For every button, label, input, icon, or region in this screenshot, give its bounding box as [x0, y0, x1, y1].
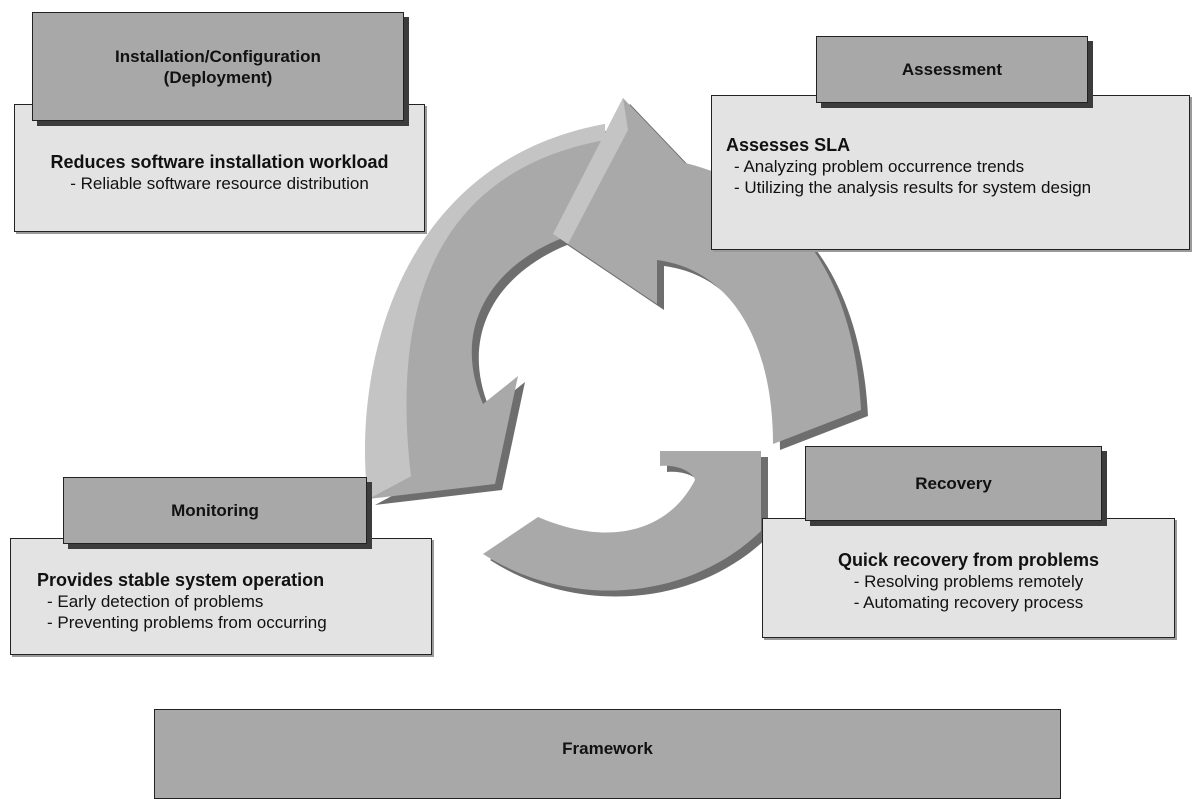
- assessment-title: Assessment: [816, 36, 1088, 103]
- assessment-heading: Assesses SLA: [726, 135, 851, 155]
- recovery-heading: Quick recovery from problems: [837, 550, 1100, 570]
- assessment-item-2: - Utilizing the analysis results for sys…: [734, 178, 1092, 197]
- arrow-assessment-highlight: [553, 98, 628, 244]
- recovery-item-1: - Resolving problems remotely: [853, 572, 1084, 591]
- assessment-title-label: Assessment: [901, 60, 1003, 79]
- arrow-monitoring-highlight: [364, 124, 605, 499]
- assessment-body: Assesses SLA - Analyzing problem occurre…: [711, 95, 1190, 250]
- assessment-item-1: - Analyzing problem occurrence trends: [734, 157, 1025, 176]
- arrow-monitoring: [368, 124, 605, 499]
- installation-title-line2: (Deployment): [163, 67, 273, 87]
- arrow-recovery: [483, 451, 761, 591]
- monitoring-heading: Provides stable system operation: [37, 570, 325, 590]
- recovery-title: Recovery: [805, 446, 1102, 521]
- recovery-title-label: Recovery: [915, 474, 992, 493]
- framework-box: Framework: [154, 709, 1061, 799]
- monitoring-title: Monitoring: [63, 477, 367, 544]
- recovery-body: Quick recovery from problems - Resolving…: [762, 518, 1175, 638]
- arrow-assessment: [553, 98, 861, 444]
- installation-title-line1: Installation/Configuration: [115, 46, 321, 66]
- monitoring-item-1: - Early detection of problems: [47, 592, 264, 611]
- monitoring-item-2: - Preventing problems from occurring: [47, 613, 327, 632]
- monitoring-body: Provides stable system operation - Early…: [10, 538, 432, 655]
- recovery-item-2: - Automating recovery process: [853, 593, 1084, 612]
- installation-body: Reduces software installation workload -…: [14, 104, 425, 232]
- installation-title: Installation/Configuration (Deployment): [32, 12, 404, 121]
- installation-item-1: - Reliable software resource distributio…: [70, 174, 369, 193]
- framework-label: Framework: [562, 738, 653, 758]
- monitoring-title-label: Monitoring: [171, 501, 259, 520]
- installation-heading: Reduces software installation workload: [50, 152, 389, 172]
